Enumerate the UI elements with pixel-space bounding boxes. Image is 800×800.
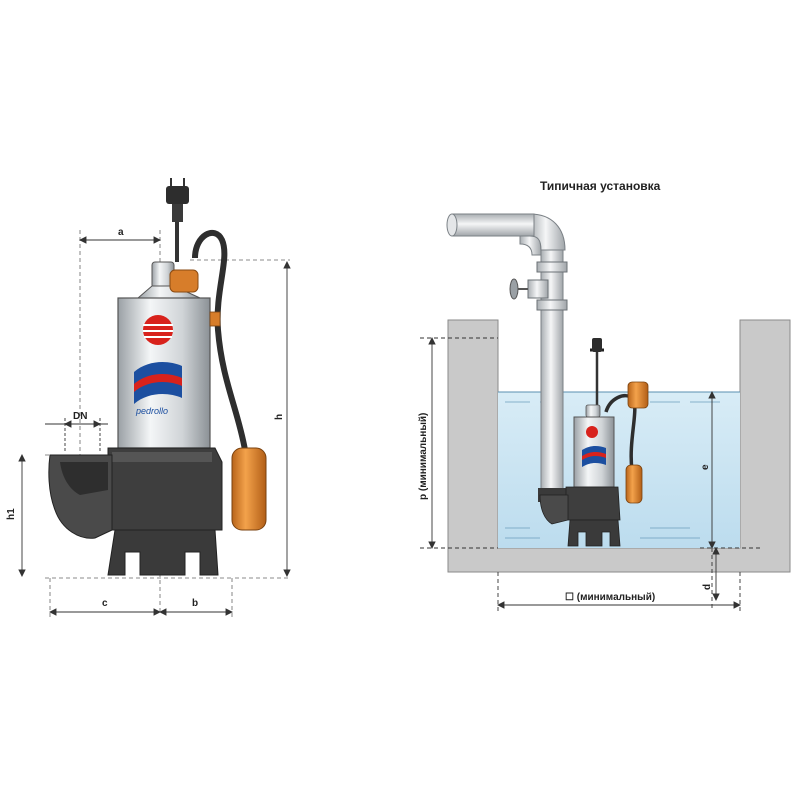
installed-pump [539, 338, 649, 547]
gate-valve-icon [509, 278, 549, 300]
installed-float-switch [625, 464, 643, 504]
dimension-lines [18, 236, 291, 616]
pump-dimension-drawing: a h h1 DN c b [6, 178, 291, 618]
water [498, 392, 740, 548]
dim-label-h1: h1 [6, 508, 17, 520]
dim-label-width: ☐ (минимальный) [565, 592, 655, 603]
brand-text: pedrollo [135, 406, 168, 416]
dim-label-c: c [102, 598, 108, 609]
brand-logo: pedrollo [134, 315, 182, 416]
install-title: Типичная установка [540, 179, 661, 193]
dim-label-p: p (минимальный) [418, 413, 429, 500]
dim-label-a: a [118, 227, 124, 238]
float-cable [192, 230, 248, 451]
pump-legs [107, 529, 219, 576]
dim-label-e: e [700, 464, 711, 470]
dim-label-dn: DN [73, 411, 87, 422]
install-dimension-lines [420, 336, 760, 612]
plug-icon [166, 178, 189, 262]
typical-installation-drawing: Типичная установка [418, 179, 791, 612]
float-switch [231, 447, 267, 531]
dim-label-h: h [274, 414, 285, 420]
dim-label-b: b [192, 598, 198, 609]
dim-label-d: d [702, 584, 713, 590]
